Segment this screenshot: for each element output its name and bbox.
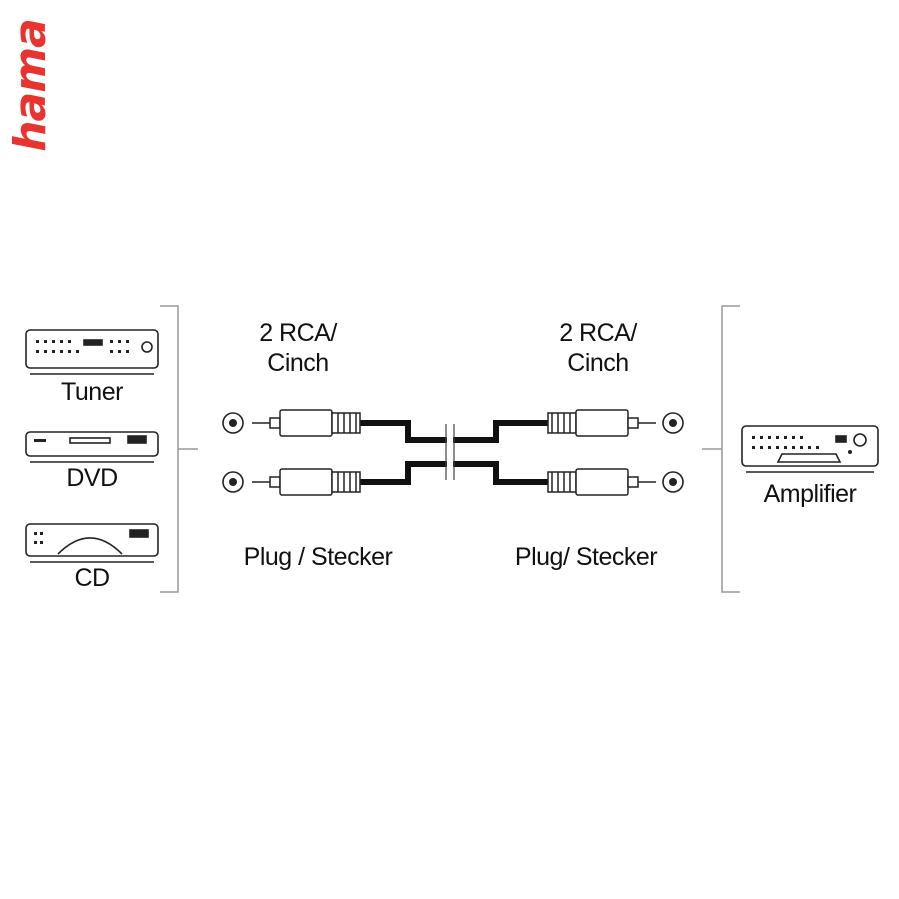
amplifier-label: Amplifier xyxy=(763,480,857,508)
right-plug-label: Plug/ Stecker xyxy=(514,543,658,571)
cd-player-icon xyxy=(25,523,159,563)
right-plug-end-views xyxy=(662,412,684,493)
dvd-player-icon xyxy=(25,431,159,463)
right-rca-plug-top xyxy=(547,409,656,437)
cable-break-edges xyxy=(445,424,455,480)
left-rca-plug-bottom xyxy=(252,468,361,496)
source-bracket xyxy=(160,305,198,593)
right-connector-type: 2 RCA/ xyxy=(559,319,637,347)
right-connector-heading: 2 RCA/ Cinch xyxy=(538,318,658,378)
left-connector-heading: 2 RCA/ Cinch xyxy=(238,318,358,378)
tuner-icon xyxy=(25,329,159,375)
left-plug-end-views xyxy=(222,412,244,493)
tuner-label: Tuner xyxy=(61,378,123,406)
cd-label: CD xyxy=(74,564,110,592)
left-rca-plug-top xyxy=(252,409,361,437)
right-connector-name: Cinch xyxy=(567,349,629,377)
left-plug-label: Plug / Stecker xyxy=(243,543,393,571)
dvd-label: DVD xyxy=(66,464,118,492)
destination-bracket xyxy=(702,305,740,593)
right-rca-plug-bottom xyxy=(547,468,656,496)
amplifier-icon xyxy=(741,425,879,473)
left-connector-name: Cinch xyxy=(267,349,329,377)
left-connector-type: 2 RCA/ xyxy=(259,319,337,347)
